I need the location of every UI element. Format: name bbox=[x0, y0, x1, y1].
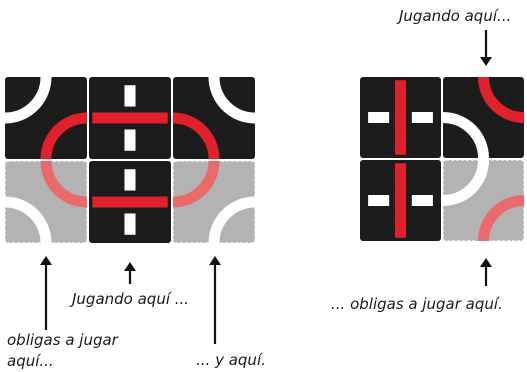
tile bbox=[4, 76, 88, 160]
path-straight bbox=[92, 112, 168, 124]
tile bbox=[172, 160, 256, 244]
path-straight bbox=[395, 163, 406, 238]
tile bbox=[89, 161, 171, 243]
tile bbox=[360, 77, 441, 158]
arrow-played-right-icon bbox=[480, 30, 492, 66]
path-curve bbox=[172, 112, 220, 160]
path-curve bbox=[4, 196, 52, 244]
path-segment bbox=[124, 169, 136, 191]
path-curve bbox=[4, 76, 52, 124]
left-tile-grid bbox=[4, 76, 256, 244]
arrow-forced-left-1-icon bbox=[40, 256, 52, 330]
arrow-forced-left-2-icon bbox=[209, 256, 221, 344]
arrows bbox=[40, 30, 492, 344]
path-curve bbox=[208, 196, 256, 244]
caption-forced-left-2: ... y aquí. bbox=[196, 351, 266, 369]
arrow-played-left-icon bbox=[124, 262, 136, 284]
path-segment bbox=[124, 85, 136, 107]
caption-forced-left-1: obligas a jugar aquí... bbox=[7, 331, 118, 370]
path-segment bbox=[411, 195, 433, 206]
path-straight bbox=[92, 196, 168, 208]
path-curve bbox=[40, 112, 88, 160]
path-segment bbox=[411, 112, 433, 123]
arrow-forced-right-icon bbox=[480, 258, 492, 286]
path-curve bbox=[208, 76, 256, 124]
caption-forced-right: ... obligas a jugar aquí. bbox=[331, 295, 503, 313]
path-curve bbox=[478, 76, 525, 123]
path-curve bbox=[442, 112, 489, 159]
tile bbox=[4, 160, 88, 244]
path-segment bbox=[368, 195, 390, 206]
caption-played-left: Jugando aquí ... bbox=[72, 290, 190, 308]
path-segment bbox=[124, 213, 136, 235]
right-tile-grid bbox=[360, 76, 525, 242]
caption-played-right: Jugando aquí... bbox=[399, 7, 512, 25]
path-curve bbox=[40, 160, 88, 208]
path-straight bbox=[395, 80, 406, 155]
path-segment bbox=[368, 112, 390, 123]
path-curve bbox=[442, 159, 489, 206]
tile bbox=[442, 76, 525, 159]
path-curve bbox=[478, 195, 525, 242]
tile bbox=[442, 159, 525, 242]
path-curve bbox=[172, 160, 220, 208]
tile bbox=[89, 77, 171, 159]
tile bbox=[172, 76, 256, 160]
path-segment bbox=[124, 129, 136, 151]
tile bbox=[360, 160, 441, 241]
